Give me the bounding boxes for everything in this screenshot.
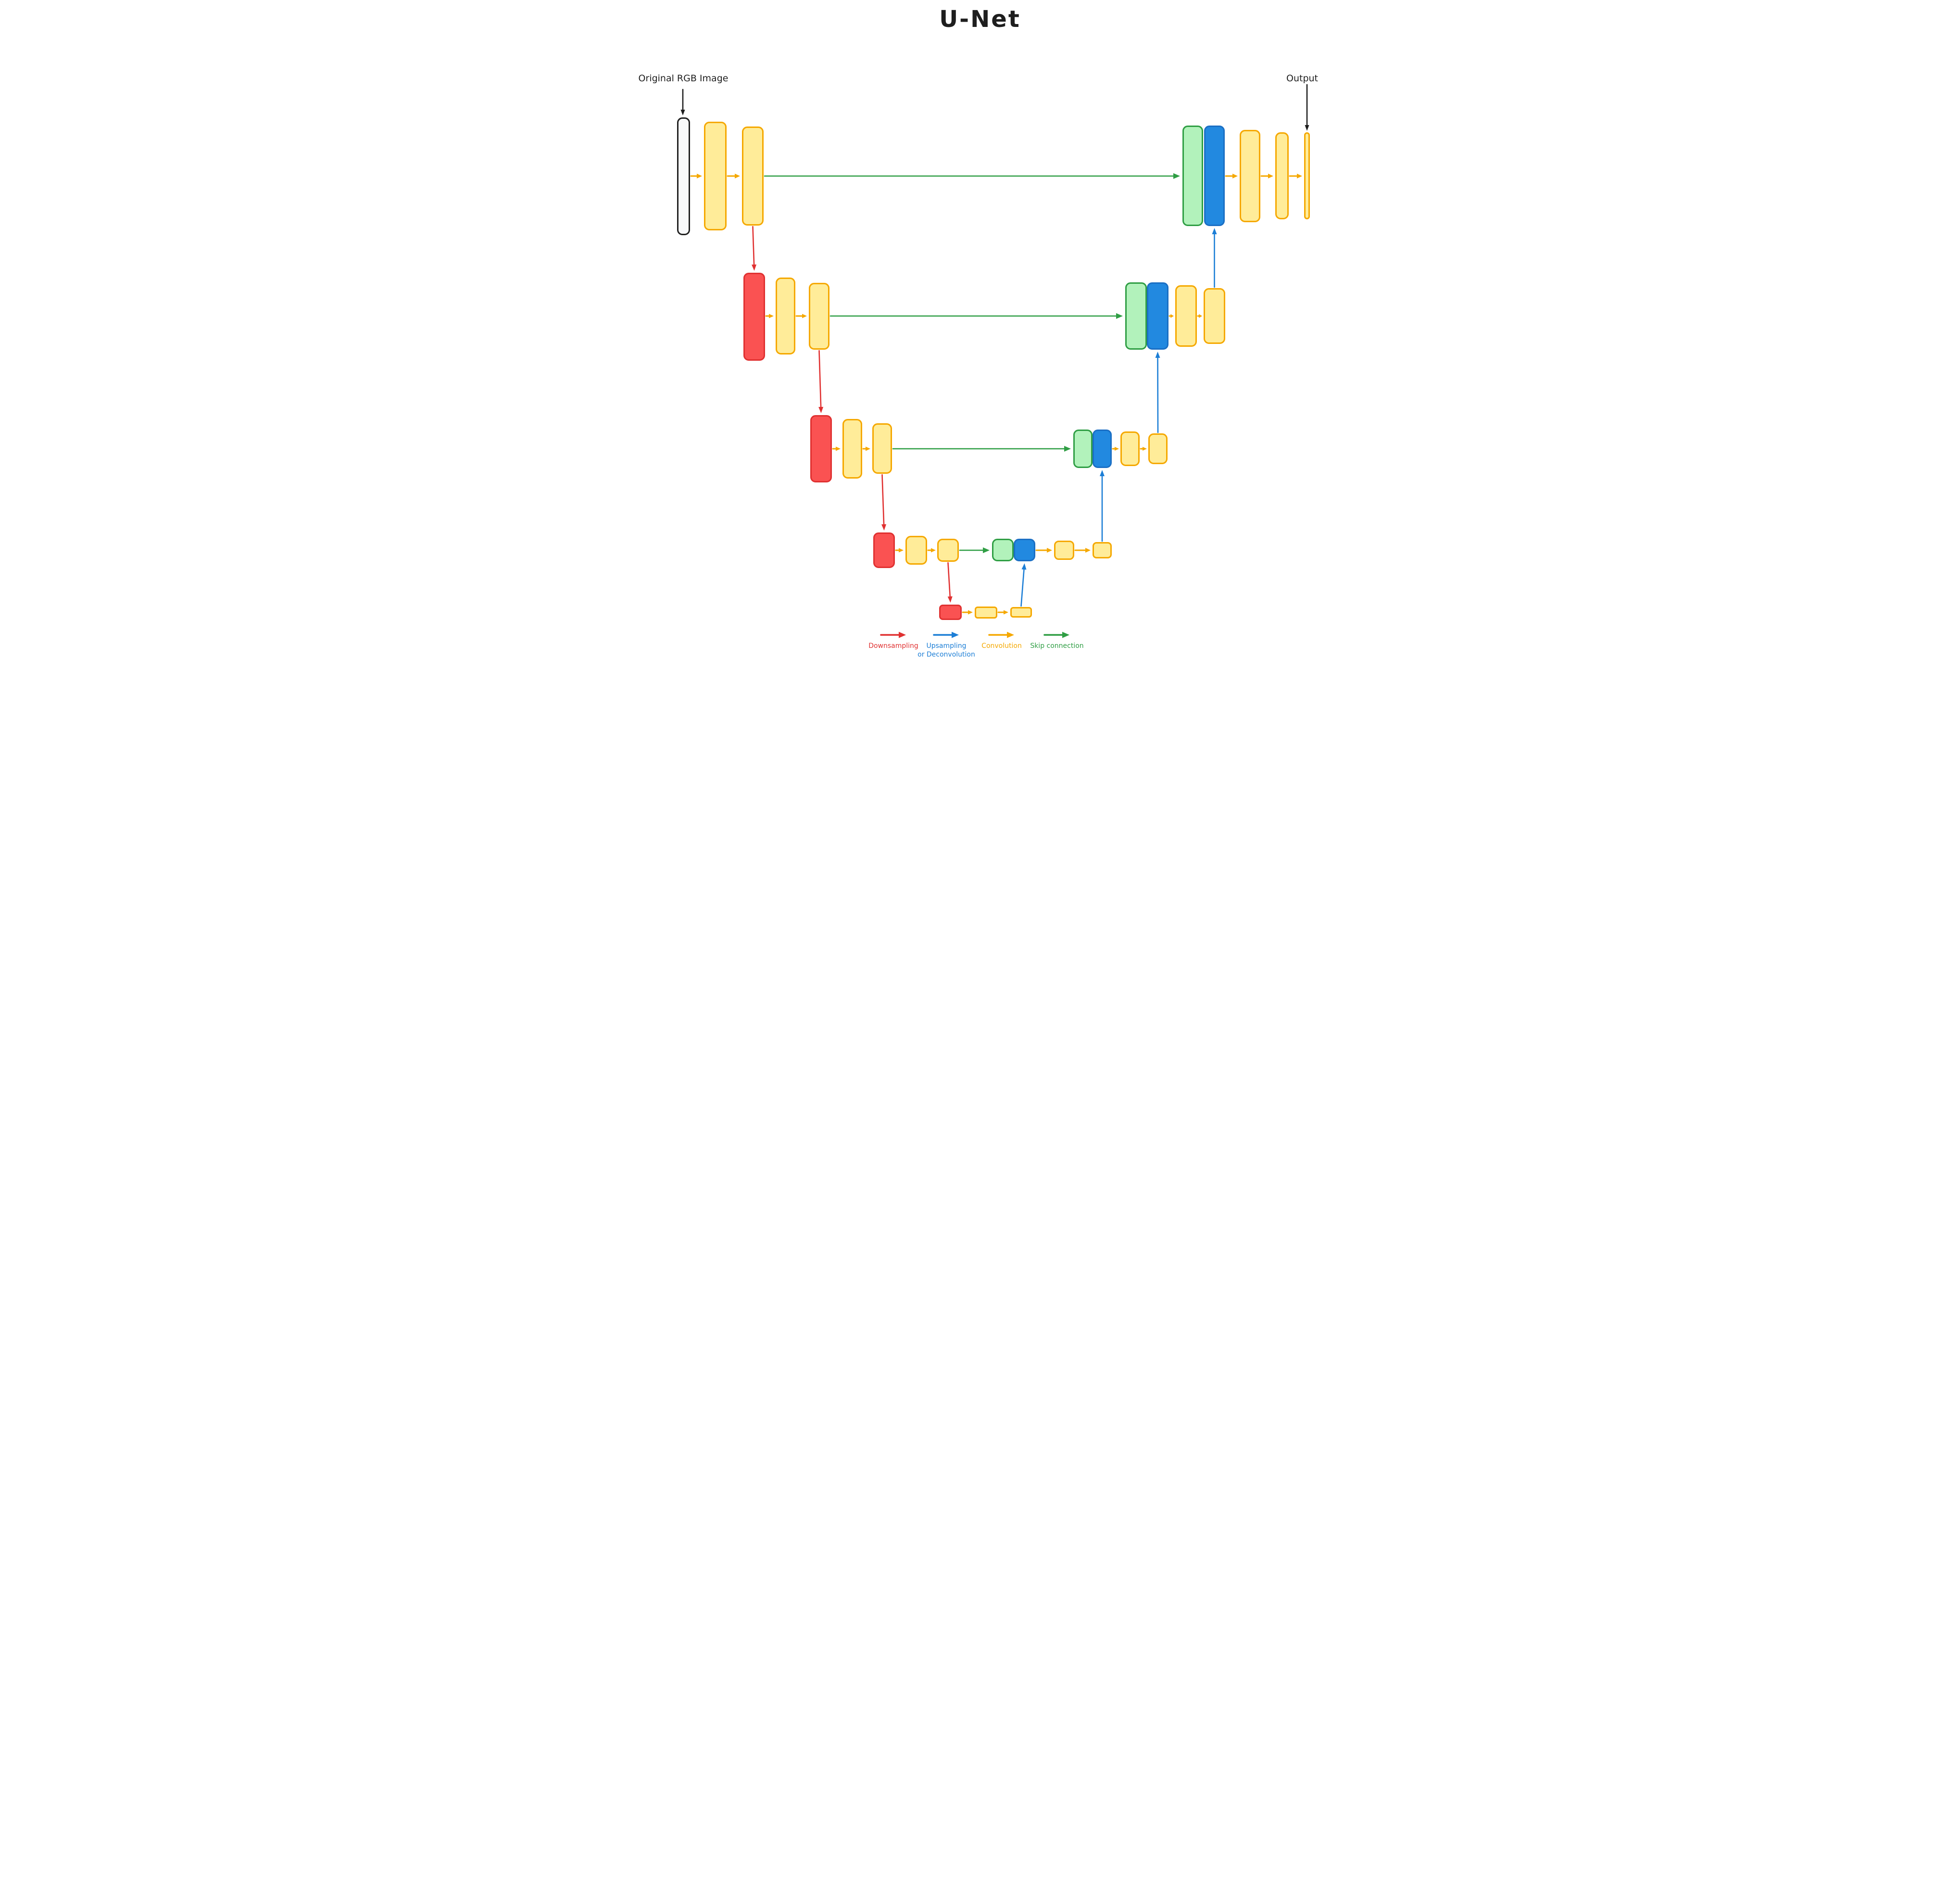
legend-item-downsampling: Downsampling [841, 630, 946, 650]
block-dec3-skip [1073, 430, 1093, 468]
block-dec4-conv1 [1054, 541, 1074, 560]
arrow-conv-arrow-1 [690, 174, 702, 178]
output-label: Output [1286, 73, 1318, 84]
arrow-conv-arrow-13 [1140, 447, 1147, 451]
block-dec3-conv1 [1120, 431, 1140, 466]
legend-downsampling-arrow-icon [880, 632, 906, 638]
block-bottleneck-conv1 [975, 607, 997, 619]
arrow-down-arrow-2 [818, 350, 824, 413]
arrow-down-arrow-4 [947, 562, 953, 603]
unet-diagram-canvas: U-Net Original RGB Image Output Downsamp… [634, 0, 1326, 666]
block-enc4-conv1 [905, 536, 927, 565]
arrow-skip-arrow-1 [764, 173, 1180, 179]
block-dec1-conv2 [1275, 132, 1289, 219]
arrow-legend-convolution [988, 632, 1014, 638]
block-input-image [677, 117, 690, 235]
arrow-conv-arrow-19 [997, 610, 1008, 615]
block-bottleneck-down [939, 605, 962, 620]
arrow-conv-arrow-6 [765, 314, 774, 318]
block-enc3-down [810, 415, 832, 482]
arrow-input-arrow [680, 89, 685, 115]
arrow-conv-arrow-18 [962, 610, 973, 615]
arrow-legend-skip-connection [1043, 632, 1069, 638]
block-enc4-conv2 [937, 539, 959, 562]
legend-convolution-label: Convolution [981, 642, 1022, 650]
block-dec3-conv2 [1148, 433, 1168, 464]
legend-upsampling-label-line2: or Deconvolution [917, 651, 975, 658]
arrow-up-arrow-4 [1020, 563, 1027, 607]
legend-skip-connection-label: Skip connection [1030, 642, 1084, 650]
arrow-skip-arrow-2 [829, 313, 1123, 319]
legend-upsampling-label: Upsampling [926, 642, 967, 650]
block-dec2-conv2 [1204, 288, 1225, 344]
legend-item-skip-connection: Skip connection [1004, 630, 1110, 650]
legend-upsampling-arrow-icon [933, 632, 959, 638]
arrow-up-arrow-3 [1100, 470, 1105, 542]
block-dec3-upsample [1093, 430, 1112, 468]
arrow-up-arrow-1 [1212, 228, 1217, 288]
block-dec1-conv1 [1240, 130, 1260, 222]
arrow-output-arrow [1305, 84, 1309, 131]
block-dec1-upsample [1204, 126, 1225, 226]
legend-convolution-arrow-icon [988, 632, 1014, 638]
block-output-map [1304, 132, 1310, 219]
input-label: Original RGB Image [638, 73, 729, 84]
block-enc2-conv2 [809, 283, 829, 350]
block-dec2-upsample [1147, 282, 1168, 350]
arrow-conv-arrow-11 [862, 446, 870, 451]
block-enc2-conv1 [776, 278, 795, 354]
arrow-conv-arrow-9 [1197, 314, 1202, 318]
arrow-conv-arrow-12 [1112, 447, 1119, 451]
block-dec1-skip [1182, 126, 1203, 226]
arrow-legend-upsampling [933, 632, 959, 638]
arrow-up-arrow-2 [1155, 352, 1160, 433]
arrow-skip-arrow-4 [959, 547, 990, 553]
arrow-conv-arrow-5 [1289, 174, 1302, 178]
arrow-conv-arrow-7 [795, 314, 807, 318]
arrow-conv-arrow-8 [1168, 314, 1174, 318]
block-dec4-upsample [1014, 539, 1035, 561]
arrow-down-arrow-1 [752, 226, 757, 271]
block-enc2-down [743, 273, 765, 361]
legend-skip-connection-arrow-icon [1043, 632, 1069, 638]
block-dec2-skip [1125, 282, 1147, 350]
arrow-conv-arrow-14 [895, 548, 904, 553]
page-title: U-Net [939, 6, 1021, 33]
block-enc1-conv1 [704, 122, 727, 230]
block-enc3-conv2 [872, 423, 892, 474]
arrow-legend-downsampling [880, 632, 906, 638]
arrow-conv-arrow-10 [832, 446, 841, 451]
block-enc1-conv2 [742, 127, 764, 226]
block-dec4-skip [992, 539, 1014, 561]
legend-downsampling-label: Downsampling [868, 642, 918, 650]
arrow-down-arrow-3 [881, 474, 887, 531]
arrow-conv-arrow-15 [927, 548, 936, 553]
block-bottleneck-conv2 [1010, 607, 1032, 618]
block-enc3-conv1 [842, 419, 862, 479]
legend-item-convolution: Convolution [949, 630, 1055, 650]
arrow-conv-arrow-2 [727, 174, 740, 178]
block-dec4-conv2 [1093, 542, 1112, 558]
arrow-conv-arrow-3 [1225, 174, 1238, 178]
arrow-conv-arrow-16 [1035, 548, 1052, 553]
arrow-skip-arrow-3 [892, 446, 1071, 452]
arrow-conv-arrow-4 [1260, 174, 1273, 178]
block-dec2-conv1 [1175, 285, 1197, 347]
block-enc4-down [873, 532, 895, 568]
arrow-conv-arrow-17 [1074, 548, 1091, 553]
